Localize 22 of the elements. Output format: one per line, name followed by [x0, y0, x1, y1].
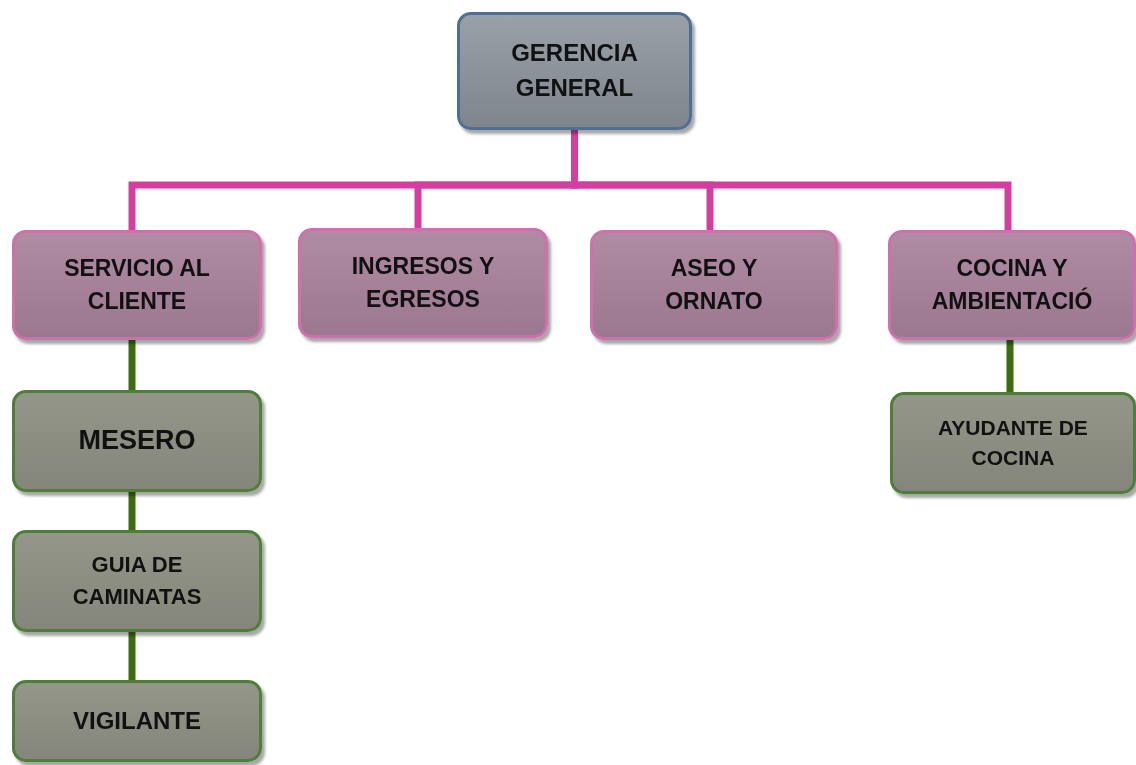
role-box [12, 390, 262, 492]
connector-line [128, 632, 136, 680]
department-box [888, 230, 1136, 340]
node-label: INGRESOS Y EGRESOS [350, 251, 496, 314]
head-box [457, 12, 692, 130]
role-box [12, 680, 262, 762]
node-label: GERENCIA GENERAL [510, 38, 639, 103]
node-label: COCINA Y AMBIENTACIÓ [930, 253, 1094, 316]
connector-line [128, 492, 136, 530]
node-label: VIGILANTE [73, 705, 201, 736]
node-label: AYUDANTE DE COCINA [937, 414, 1089, 471]
department-box [12, 230, 262, 340]
department-box [590, 230, 838, 340]
role-box [12, 530, 262, 632]
node-label: GUIA DE CAMINATAS [71, 551, 203, 611]
node-label: ASEO Y ORNATO [664, 253, 764, 316]
node-label: MESERO [78, 424, 196, 458]
connector-line [128, 340, 136, 390]
role-box [890, 392, 1136, 494]
connector-line [1006, 340, 1014, 392]
node-label: SERVICIO AL CLIENTE [63, 253, 211, 316]
department-box [298, 228, 548, 338]
